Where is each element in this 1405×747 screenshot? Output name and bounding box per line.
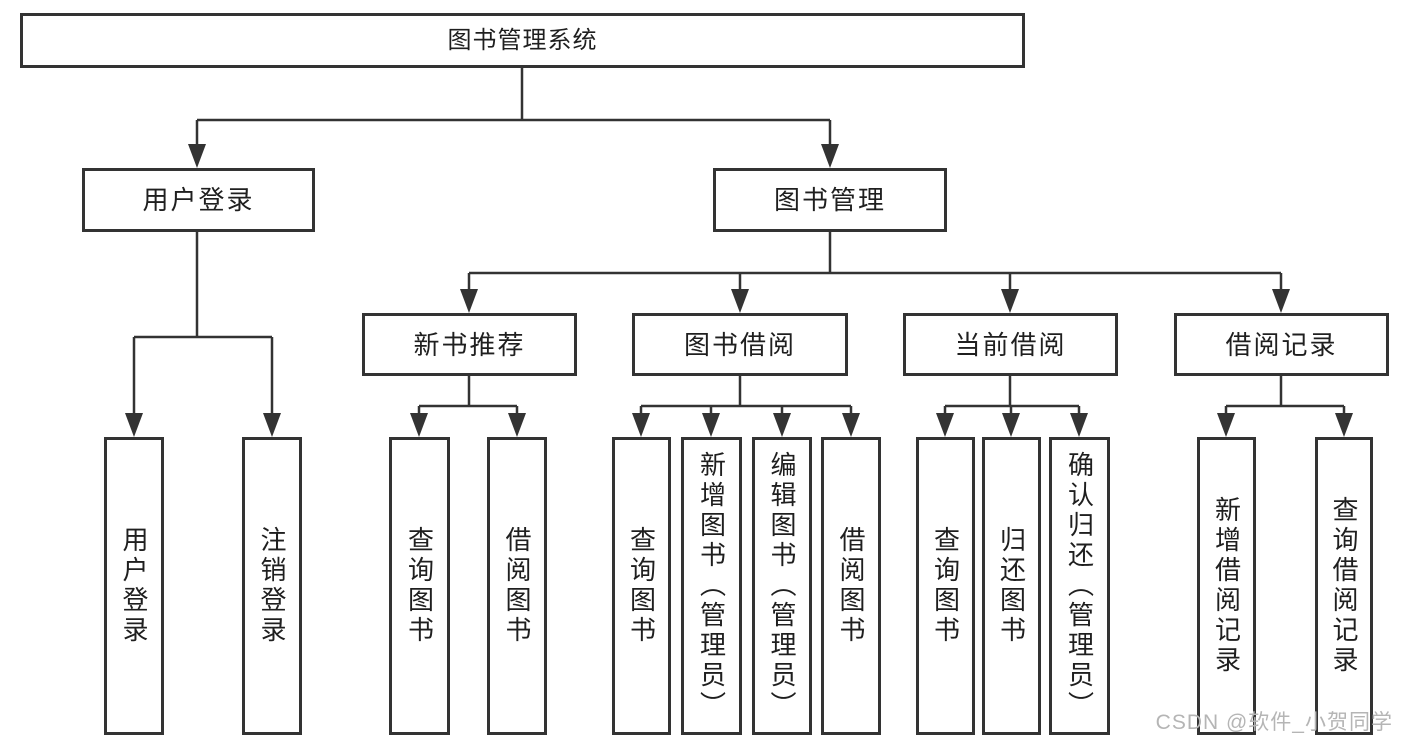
arrowhead-icon	[632, 413, 650, 437]
leaf-records-query-record: 查询借阅记录	[1315, 437, 1373, 735]
node-root: 图书管理系统	[20, 13, 1025, 68]
connector-book-mgmt-children	[460, 231, 1290, 313]
connector-book-borrow-children	[632, 375, 860, 437]
leaf-logout: 注销登录	[242, 437, 302, 735]
node-borrow-records: 借阅记录	[1174, 313, 1389, 376]
node-user-login: 用户登录	[82, 168, 315, 232]
leaf-newbook-borrow-books: 借阅图书	[487, 437, 547, 735]
connector-root-children	[188, 67, 839, 168]
leaf-newbook-query-books: 查询图书	[389, 437, 450, 735]
leaf-borrow-borrow-books: 借阅图书	[821, 437, 881, 735]
arrowhead-icon	[1217, 413, 1235, 437]
leaf-borrow-query-books: 查询图书	[612, 437, 671, 735]
node-book-mgmt: 图书管理	[713, 168, 947, 232]
arrowhead-icon	[731, 289, 749, 313]
arrowhead-icon	[1002, 413, 1020, 437]
connector-current-borrow-children	[936, 375, 1088, 437]
csdn-watermark: CSDN @软件_小贺同学	[1155, 711, 1393, 734]
node-current-borrow: 当前借阅	[903, 313, 1118, 376]
leaf-current-return-books: 归还图书	[982, 437, 1041, 735]
node-book-borrow: 图书借阅	[632, 313, 848, 376]
arrowhead-icon	[702, 413, 720, 437]
leaf-current-query-books: 查询图书	[916, 437, 975, 735]
leaf-user-login: 用户登录	[104, 437, 164, 735]
arrowhead-icon	[188, 144, 206, 168]
leaf-current-confirm-return-admin: 确认归还（管理员）	[1049, 437, 1110, 735]
arrowhead-icon	[842, 413, 860, 437]
arrowhead-icon	[936, 413, 954, 437]
arrowhead-icon	[1070, 413, 1088, 437]
leaf-borrow-edit-books-admin: 编辑图书（管理员）	[752, 437, 812, 735]
leaf-borrow-add-books-admin: 新增图书（管理员）	[681, 437, 742, 735]
arrowhead-icon	[410, 413, 428, 437]
connector-user-login-children	[125, 231, 281, 437]
arrowhead-icon	[1335, 413, 1353, 437]
arrowhead-icon	[508, 413, 526, 437]
arrowhead-icon	[821, 144, 839, 168]
connector-new-book-children	[410, 375, 526, 437]
node-new-book-recommend: 新书推荐	[362, 313, 577, 376]
arrowhead-icon	[263, 413, 281, 437]
arrowhead-icon	[1001, 289, 1019, 313]
arrowhead-icon	[1272, 289, 1290, 313]
connector-borrow-records-children	[1217, 375, 1353, 437]
arrowhead-icon	[125, 413, 143, 437]
arrowhead-icon	[773, 413, 791, 437]
leaf-records-add-record: 新增借阅记录	[1197, 437, 1256, 735]
arrowhead-icon	[460, 289, 478, 313]
